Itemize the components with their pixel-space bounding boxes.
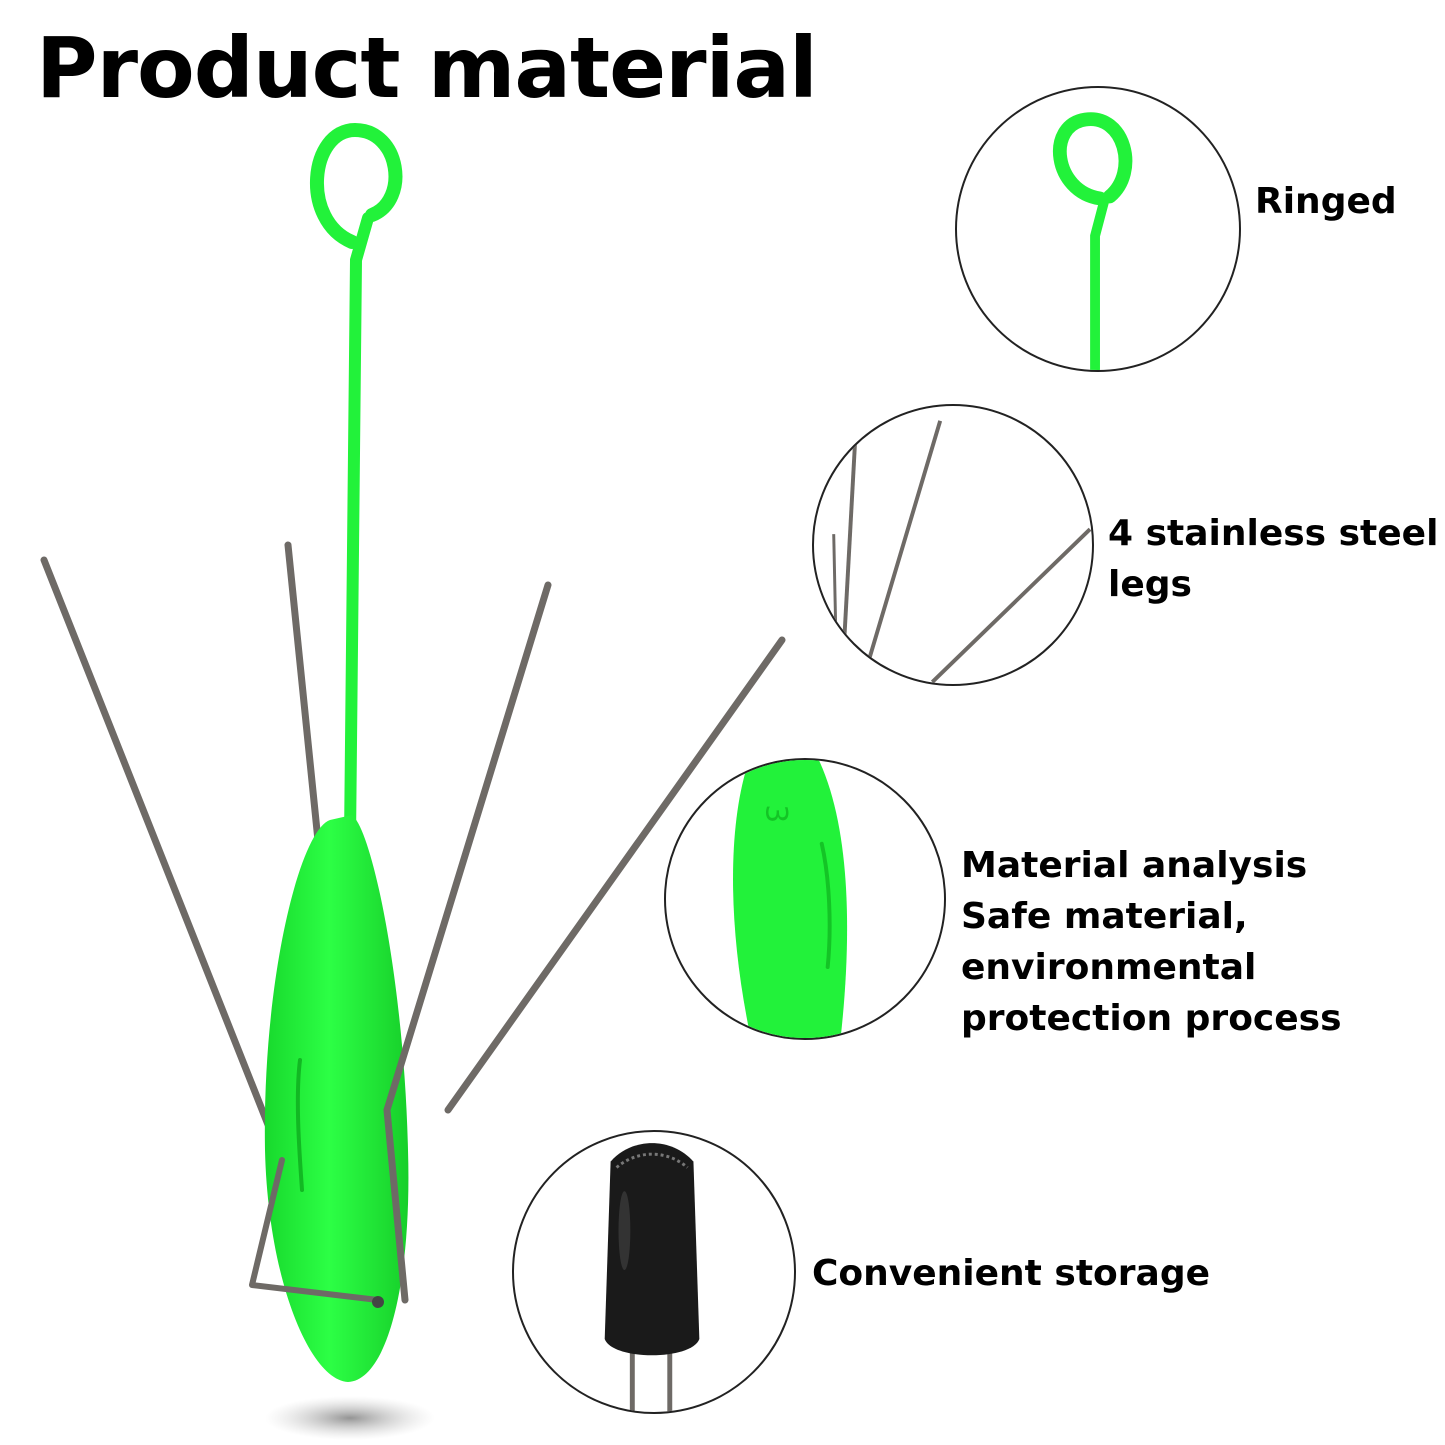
feature-label-line: Material analysis	[961, 845, 1308, 886]
feature-label-line: Ringed	[1255, 181, 1397, 222]
body-closeup: 3	[664, 758, 946, 1040]
steel-legs-closeup	[812, 404, 1094, 686]
feature-label-line: protection process	[961, 998, 1342, 1040]
page-title: Product material	[36, 19, 818, 117]
feature-label-line: environmental	[961, 947, 1257, 989]
feature-label-line: Safe material,	[961, 896, 1248, 938]
ring-closeup-icon	[1053, 112, 1133, 370]
feature-label-material: Material analysis Safe material, environ…	[961, 840, 1342, 1044]
steel-legs-closeup-icon	[832, 420, 1092, 684]
feature-label-line: legs	[1108, 564, 1192, 606]
feature-label-legs: 4 stainless steel legs	[1108, 508, 1438, 610]
feature-label-ringed: Ringed	[1255, 176, 1397, 227]
body-closeup-icon: 3	[733, 760, 848, 1038]
storage-cap-closeup	[512, 1130, 796, 1414]
storage-cap-closeup-icon	[604, 1143, 700, 1412]
feature-label-line: Convenient storage	[812, 1253, 1211, 1294]
ring-closeup	[955, 86, 1241, 372]
svg-text:3: 3	[760, 804, 794, 823]
feature-label-storage: Convenient storage	[812, 1248, 1210, 1299]
feature-label-line: 4 stainless steel	[1108, 513, 1439, 554]
